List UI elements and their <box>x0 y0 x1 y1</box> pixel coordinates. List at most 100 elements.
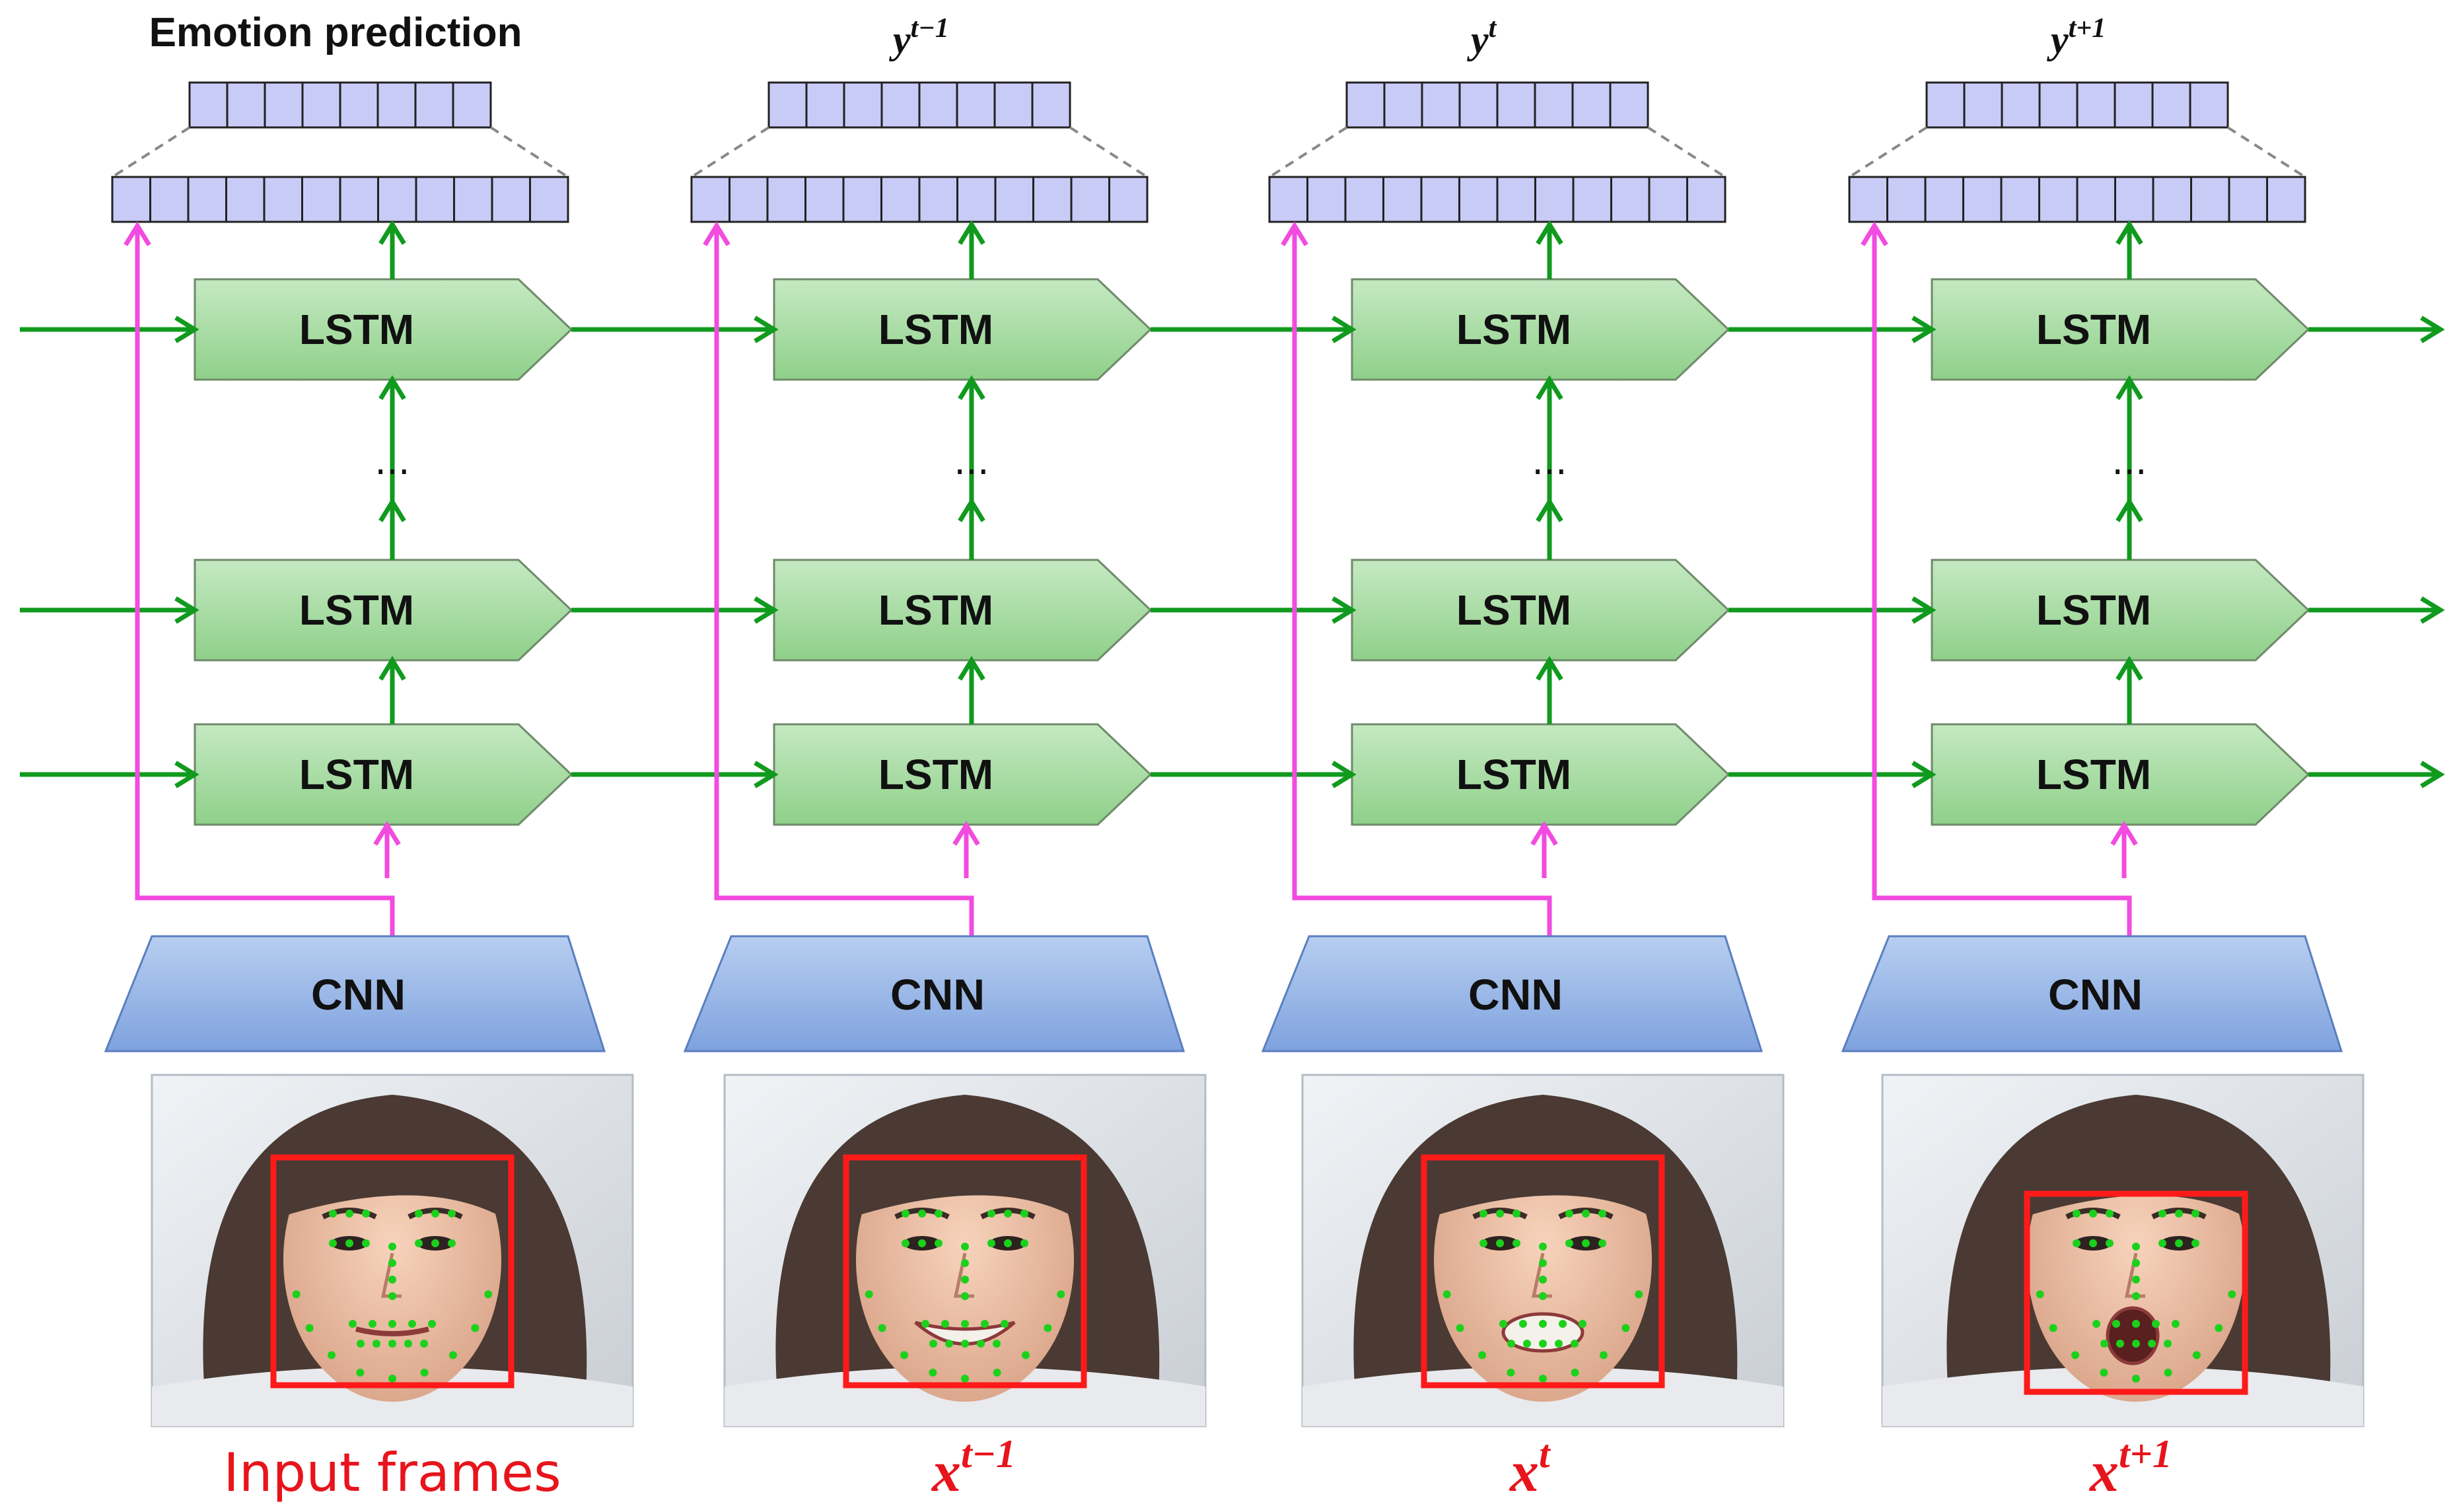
output-label-base: y <box>1467 18 1489 61</box>
facial-landmark <box>961 1340 969 1348</box>
skip-connection-head-head <box>1281 221 1308 246</box>
stack-up-arrow-upper-head <box>378 375 406 400</box>
recurrent-arrow-head <box>174 596 199 624</box>
facial-landmark <box>993 1368 1001 1377</box>
hidden-state-vector-cell <box>880 176 921 223</box>
facial-landmark <box>1001 1320 1009 1328</box>
facial-landmark <box>448 1351 457 1359</box>
output-vector-cell <box>452 81 492 129</box>
output-vector-cell <box>1571 81 1612 129</box>
output-vector-cell <box>226 81 266 129</box>
hidden-state-vector-cell <box>956 176 997 223</box>
hidden-state-vector <box>690 176 1149 223</box>
stack-up-arrow-lower <box>378 656 406 724</box>
hidden-state-vector-cell <box>2152 176 2192 223</box>
cnn-to-lstm-arrow-head <box>1530 821 1558 846</box>
facial-landmark <box>1442 1290 1451 1299</box>
facial-landmark <box>865 1290 873 1299</box>
lstm-label: LSTM <box>299 586 414 634</box>
facial-landmark <box>2049 1324 2057 1332</box>
facial-landmark <box>1582 1210 1590 1218</box>
lstm-block-bottom: LSTM <box>1351 723 1730 826</box>
face-detection-box <box>270 1154 515 1389</box>
recurrent-arrow <box>1728 596 1937 624</box>
projection-line-right <box>2226 126 2306 178</box>
recurrent-arrow-out-head <box>2420 761 2445 788</box>
stack-up-arrow-upper <box>958 375 985 502</box>
hidden-state-vector-cell <box>491 176 531 223</box>
output-vector-cell <box>1421 81 1461 129</box>
facial-landmark <box>918 1239 926 1247</box>
facial-landmark <box>420 1368 429 1377</box>
facial-landmark <box>935 1210 943 1218</box>
cnn-to-lstm-arrow <box>1530 821 1558 878</box>
stack-up-arrow-lower-head <box>2116 656 2143 681</box>
recurrent-arrow <box>1151 316 1357 343</box>
recurrent-arrow <box>1151 596 1357 624</box>
lstm-block-top: LSTM <box>1931 278 2310 381</box>
lstm-block-shape <box>1931 559 2310 662</box>
facial-landmark <box>1598 1210 1606 1218</box>
lstm-to-hidden-arrow-head <box>378 220 406 245</box>
skip-connection-head <box>124 221 151 261</box>
stack-up-arrow-upper-head <box>1536 375 1563 400</box>
output-vector-cell <box>1031 81 1071 129</box>
recurrent-arrow-head <box>174 761 199 788</box>
hidden-state-vector-cell <box>1962 176 2003 223</box>
facial-landmark <box>1496 1210 1504 1218</box>
hidden-state-vector-cell <box>1344 176 1384 223</box>
facial-landmark <box>961 1259 969 1267</box>
facial-landmark <box>2112 1320 2120 1328</box>
output-vector <box>1925 81 2229 129</box>
skip-connection-head <box>1861 221 1888 261</box>
hidden-state-vector-cell <box>2266 176 2306 223</box>
lstm-block-shape <box>773 723 1153 826</box>
facial-landmark <box>961 1375 969 1383</box>
hidden-state-vector-cell <box>804 176 845 223</box>
lstm-label: LSTM <box>1456 751 1571 798</box>
hidden-state-vector-cell <box>301 176 341 223</box>
recurrent-arrow <box>571 596 779 624</box>
lstm-block-middle: LSTM <box>773 559 1153 662</box>
facial-landmark <box>1565 1210 1573 1218</box>
facial-landmark <box>1635 1290 1643 1299</box>
facial-landmark <box>961 1292 969 1300</box>
facial-landmark <box>2172 1320 2180 1328</box>
stack-up-arrow-upper-head <box>958 375 985 400</box>
stack-up-arrow-lower-head <box>378 656 406 681</box>
projection-line-right <box>1069 126 1149 178</box>
output-vector-cell <box>767 81 808 129</box>
output-vector-cell <box>805 81 845 129</box>
lstm-block-shape <box>1931 278 2310 381</box>
facial-landmark <box>902 1210 909 1218</box>
facial-landmark <box>428 1320 436 1328</box>
facial-landmark <box>388 1259 396 1267</box>
hidden-state-vector <box>111 176 569 223</box>
facial-landmark <box>1020 1210 1028 1218</box>
facial-landmark <box>945 1340 953 1348</box>
input-frame-image <box>723 1074 1207 1427</box>
input-label: xt+1 <box>2088 1432 2172 1504</box>
input-label-base: x <box>1509 1440 1539 1504</box>
face-detection-box <box>843 1154 1087 1389</box>
mouth-shape <box>355 1326 429 1336</box>
output-vector-cell <box>956 81 996 129</box>
output-label-sup: t−1 <box>911 13 949 44</box>
facial-landmark <box>369 1320 376 1328</box>
lstm-block-shape <box>773 278 1153 381</box>
facial-landmark <box>1555 1340 1563 1348</box>
projection-line-right <box>489 126 569 178</box>
facial-landmark <box>362 1210 370 1218</box>
bangs-shape <box>270 1103 518 1227</box>
hidden-state-vector-cell <box>1108 176 1149 223</box>
output-vector-cell <box>1925 81 1966 129</box>
facial-landmark <box>305 1324 314 1332</box>
cnn-to-lstm-arrow <box>952 821 980 878</box>
facial-landmark <box>388 1292 396 1300</box>
output-vector-cell <box>188 81 229 129</box>
emotion-prediction-label: Emotion prediction <box>149 10 522 55</box>
hidden-state-vector-cell <box>1458 176 1499 223</box>
facial-landmark <box>1499 1320 1507 1328</box>
